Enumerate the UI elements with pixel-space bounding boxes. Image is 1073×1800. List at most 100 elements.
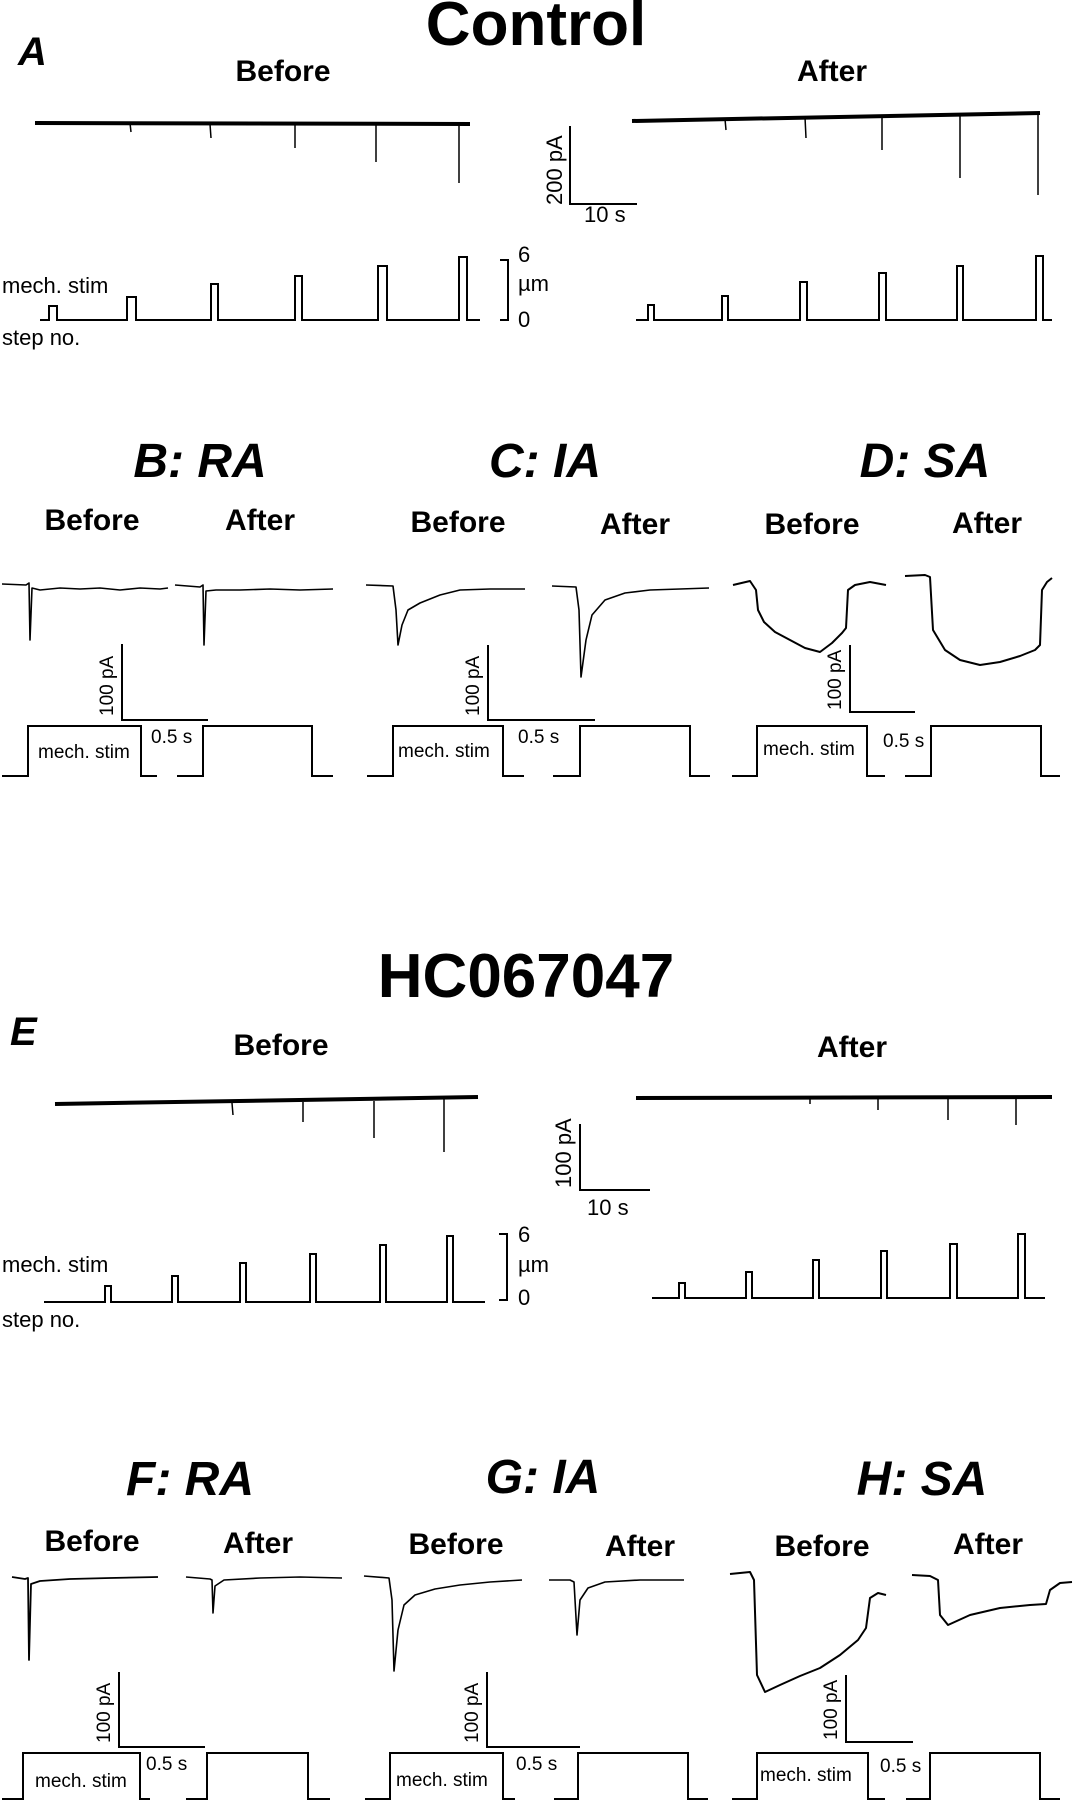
scale-bar-d xyxy=(849,645,915,713)
stim-c-after xyxy=(553,725,710,777)
stim-b-before xyxy=(2,725,157,777)
scale-bar-a xyxy=(569,126,637,205)
trace-c-after xyxy=(551,585,710,678)
panel-label-h: H: SA xyxy=(857,1453,988,1506)
scale-a-pa: 200 pA xyxy=(542,135,567,205)
scale-b-pa: 100 pA xyxy=(97,655,118,716)
trace-a-after-spikes xyxy=(724,113,1039,195)
stim-h-before xyxy=(732,1752,885,1800)
label-mech-stim-e: mech. stim xyxy=(2,1252,108,1277)
stim-e-after xyxy=(652,1233,1045,1299)
stim-f-after xyxy=(186,1752,330,1800)
stim-f-before xyxy=(2,1752,150,1800)
panel-label-g: G: IA xyxy=(486,1451,601,1504)
panel-label-b: B: RA xyxy=(133,435,266,488)
um-unit-e: µm xyxy=(518,1252,549,1277)
trace-d-after xyxy=(904,574,1053,666)
scale-bar-h xyxy=(845,1675,913,1743)
um-zero-a: 0 xyxy=(518,307,530,332)
um-unit-a: µm xyxy=(518,271,549,296)
label-mech-stim-g: mech. stim xyxy=(396,1770,488,1791)
label-c-before: Before xyxy=(410,506,505,539)
stim-a-before xyxy=(40,256,480,321)
panel-label-f: F: RA xyxy=(126,1453,254,1506)
label-f-before: Before xyxy=(44,1525,139,1558)
scale-f-s: 0.5 s xyxy=(146,1754,187,1775)
label-mech-stim-h: mech. stim xyxy=(760,1765,852,1786)
scale-f-pa: 100 pA xyxy=(94,1682,115,1743)
label-d-before: Before xyxy=(764,508,859,541)
trace-g-before xyxy=(363,1575,523,1672)
scale-b-s: 0.5 s xyxy=(151,727,192,748)
scale-e-pa: 100 pA xyxy=(551,1118,576,1188)
trace-e-after-spikes xyxy=(809,1098,1017,1125)
scale-bar-f xyxy=(118,1672,205,1748)
scale-d-pa: 100 pA xyxy=(825,649,846,710)
label-e-after: After xyxy=(817,1031,887,1064)
stim-e-before xyxy=(44,1235,485,1303)
stim-b-after xyxy=(177,725,333,777)
label-b-after: After xyxy=(225,504,295,537)
stim-g-before xyxy=(365,1752,515,1800)
label-f-after: After xyxy=(223,1527,293,1560)
scale-h-s: 0.5 s xyxy=(880,1756,921,1777)
label-a-after: After xyxy=(797,55,867,88)
scale-bar-e xyxy=(579,1124,650,1191)
trace-h-after xyxy=(911,1574,1073,1626)
label-mech-stim-a: mech. stim xyxy=(2,273,108,298)
stim-d-before xyxy=(732,725,885,777)
panel-label-e: E xyxy=(10,1010,38,1054)
label-g-before: Before xyxy=(408,1528,503,1561)
trace-e-before xyxy=(54,1095,479,1106)
um-six-a: 6 xyxy=(518,242,530,267)
trace-a-before xyxy=(34,121,471,126)
label-h-before: Before xyxy=(774,1530,869,1563)
panel-label-d: D: SA xyxy=(860,435,991,488)
label-step-no-e: step no. xyxy=(2,1307,80,1332)
stim-h-after xyxy=(906,1752,1060,1800)
label-d-after: After xyxy=(952,507,1022,540)
trace-a-after xyxy=(631,111,1041,123)
label-h-after: After xyxy=(953,1528,1023,1561)
trace-h-before xyxy=(729,1571,887,1693)
trace-g-after xyxy=(549,1579,684,1636)
label-g-after: After xyxy=(605,1530,675,1563)
scale-g-s: 0.5 s xyxy=(516,1754,557,1775)
title-hc067047: HC067047 xyxy=(378,942,674,1011)
trace-a-before-spikes xyxy=(129,122,460,183)
label-mech-stim-d: mech. stim xyxy=(763,739,855,760)
um-bracket-a xyxy=(500,259,509,321)
label-a-before: Before xyxy=(235,55,330,88)
scale-bar-c xyxy=(487,645,595,721)
stim-d-after xyxy=(905,725,1060,777)
trace-c-before xyxy=(365,584,525,646)
title-control: Control xyxy=(426,0,646,59)
trace-e-after xyxy=(635,1095,1053,1100)
trace-d-before xyxy=(732,580,887,653)
label-c-after: After xyxy=(600,508,670,541)
label-mech-stim-c: mech. stim xyxy=(398,741,490,762)
um-bracket-e xyxy=(499,1233,508,1301)
scale-h-pa: 100 pA xyxy=(821,1679,842,1740)
stim-g-after xyxy=(554,1752,708,1800)
trace-e-before-spikes xyxy=(231,1099,445,1152)
scale-e-s: 10 s xyxy=(587,1195,629,1220)
scale-c-s: 0.5 s xyxy=(518,727,559,748)
scale-d-s: 0.5 s xyxy=(883,731,924,752)
stim-a-after xyxy=(636,255,1052,321)
panel-label-c: C: IA xyxy=(489,435,601,488)
scale-bar-g xyxy=(486,1672,580,1748)
scale-a-s: 10 s xyxy=(584,202,626,227)
um-six-e: 6 xyxy=(518,1222,530,1247)
scale-g-pa: 100 pA xyxy=(462,1682,483,1743)
label-b-before: Before xyxy=(44,504,139,537)
label-mech-stim-b: mech. stim xyxy=(38,742,130,763)
stim-c-before xyxy=(367,725,524,777)
label-step-no-a: step no. xyxy=(2,325,80,350)
trace-f-before xyxy=(11,1576,159,1661)
label-e-before: Before xyxy=(233,1029,328,1062)
trace-b-after xyxy=(174,584,334,646)
scale-c-pa: 100 pA xyxy=(463,655,484,716)
panel-label-a: A xyxy=(17,30,47,74)
